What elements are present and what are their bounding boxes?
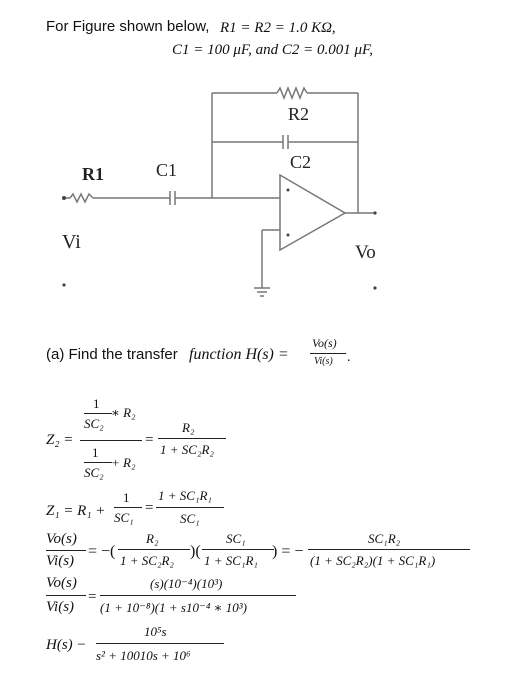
part-a-num: Vo(s): [312, 336, 337, 350]
h-den: s² + 10010s + 10⁶: [96, 648, 191, 663]
ratio-close: ) = −: [272, 543, 304, 560]
ratio-mid: )(: [190, 543, 201, 560]
label-r1: R1: [82, 164, 104, 184]
circuit-diagram: R2 C2 R1 C1 Vi Vo: [62, 85, 377, 297]
part-a-expr: function H(s) =: [189, 346, 289, 363]
ratio-lhs-den: Vi(s): [46, 553, 75, 569]
num-lhs-num: Vo(s): [46, 575, 77, 591]
z2-times-r2: ∗ R₂: [111, 405, 136, 420]
ratio-f3-den: (1 + SC₂R₂)(1 + SC₁R₁): [310, 553, 436, 568]
ratio-lhs-num: Vo(s): [46, 531, 77, 547]
z2-sc2-a: SC₂: [84, 416, 104, 431]
ratio-f2-den: 1 + SC₁R₁: [204, 553, 258, 568]
z2-rhs-num: R₂: [182, 420, 195, 435]
z1-one: 1: [123, 490, 130, 505]
label-vi: Vi: [62, 231, 81, 253]
intro-line2: C1 = 100 μF, and C2 = 0.001 μF,: [172, 42, 374, 58]
z2-eq: =: [145, 432, 154, 448]
intro-lead: For Figure shown below,: [46, 18, 210, 35]
z1-eq: =: [145, 500, 154, 516]
z2-one-b: 1: [92, 445, 99, 460]
z1-rhs-den: SC₁: [180, 511, 200, 526]
z1-rhs-num: 1 + SC₁R₁: [158, 488, 212, 503]
part-a-tail: .: [347, 350, 351, 365]
z1-lhs: Z₁ = R₁ +: [46, 503, 106, 519]
z2-rhs-den: 1 + SC₂R₂: [160, 442, 214, 457]
part-a-text: (a) Find the transfer: [46, 346, 178, 363]
label-c2: C2: [290, 152, 311, 172]
num-lhs-den: Vi(s): [46, 599, 75, 615]
num-eq: =: [88, 589, 97, 605]
ratio-f2-num: SC₁: [226, 531, 246, 546]
intro-line1: R1 = R2 = 1.0 KΩ,: [220, 20, 336, 36]
num-den: (1 + 10⁻⁸)(1 + s10⁻⁴ ∗ 10³): [100, 600, 247, 615]
z2-sc2-b: SC₂: [84, 465, 104, 480]
ratio-f1-num: R₂: [146, 531, 159, 546]
z1-sc1: SC₁: [114, 510, 134, 525]
h-num: 10⁵s: [144, 624, 167, 639]
h-lhs: H(s) −: [46, 637, 87, 653]
z2-plus-r2: + R₂: [111, 455, 136, 470]
ratio-f1-den: 1 + SC₂R₂: [120, 553, 174, 568]
ratio-f3-num: SC₁R₂: [368, 531, 401, 546]
label-vo: Vo: [355, 242, 376, 263]
z2-lhs: Z₂ =: [46, 432, 74, 448]
num-num: (s)(10⁻⁴)(10³): [150, 576, 223, 591]
label-r2: R2: [288, 104, 309, 124]
part-a-den: Vi(s): [314, 356, 333, 367]
ratio-eq-neg: = −(: [88, 543, 116, 560]
label-c1: C1: [156, 160, 177, 180]
z2-one-a: 1: [93, 396, 100, 411]
